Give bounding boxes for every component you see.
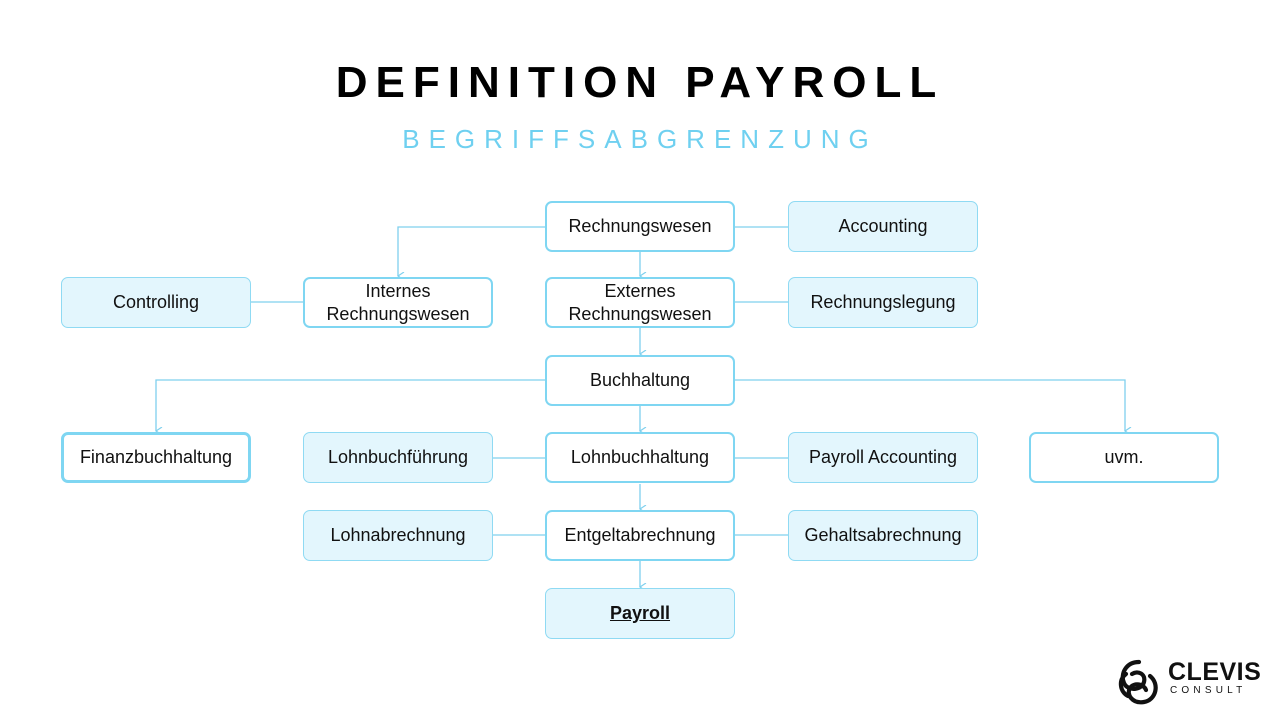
node-internes-rechnungswesen: Internes Rechnungswesen xyxy=(303,277,493,328)
page-subtitle: BEGRIFFSABGRENZUNG xyxy=(402,124,878,154)
page-title: DEFINITION PAYROLL xyxy=(335,58,945,107)
connector-buchhaltung-finanzbuchhaltung xyxy=(156,379,545,431)
node-entgeltabrechnung: Entgeltabrechnung xyxy=(545,510,735,561)
node-label: Accounting xyxy=(838,216,928,236)
node-controlling: Controlling xyxy=(61,277,251,328)
logo-knot-icon xyxy=(1118,659,1158,705)
node-label: Lohnbuchführung xyxy=(327,447,469,467)
node-uvm: uvm. xyxy=(1029,432,1219,483)
node-label: Payroll xyxy=(609,603,671,623)
clevis-consult-logo: CLEVIS CONSULT xyxy=(1114,656,1264,708)
node-label-line2: Rechnungswesen xyxy=(326,303,470,324)
node-lohnbuchfuehrung: Lohnbuchführung xyxy=(303,432,493,483)
node-label: Rechnungslegung xyxy=(810,292,956,312)
node-lohnbuchhaltung: Lohnbuchhaltung xyxy=(545,432,735,483)
node-finanzbuchhaltung: Finanzbuchhaltung xyxy=(61,432,251,483)
node-lohnabrechnung: Lohnabrechnung xyxy=(303,510,493,561)
connector-rechnungswesen-internes xyxy=(398,226,545,276)
node-label: Lohnabrechnung xyxy=(330,525,466,545)
node-label: Gehaltsabrechnung xyxy=(804,525,962,545)
node-label: Finanzbuchhaltung xyxy=(79,447,233,467)
node-label-line1: Externes xyxy=(604,280,676,301)
node-rechnungslegung: Rechnungslegung xyxy=(788,277,978,328)
node-accounting: Accounting xyxy=(788,201,978,252)
node-label-line1: Internes xyxy=(365,280,431,301)
node-buchhaltung: Buchhaltung xyxy=(545,355,735,406)
logo-subtitle: CONSULT xyxy=(1170,685,1247,696)
node-label: Entgeltabrechnung xyxy=(564,525,716,545)
node-label: Lohnbuchhaltung xyxy=(570,447,710,467)
node-externes-rechnungswesen: Externes Rechnungswesen xyxy=(545,277,735,328)
logo-name: CLEVIS xyxy=(1168,658,1262,686)
node-label: uvm. xyxy=(1104,447,1144,467)
node-label-line2: Rechnungswesen xyxy=(568,303,712,324)
node-label: Rechnungswesen xyxy=(568,216,712,236)
connector-buchhaltung-uvm xyxy=(735,379,1125,431)
node-payroll: Payroll xyxy=(545,588,735,639)
node-gehaltsabrechnung: Gehaltsabrechnung xyxy=(788,510,978,561)
node-rechnungswesen: Rechnungswesen xyxy=(545,201,735,252)
node-label: Payroll Accounting xyxy=(808,447,958,467)
node-payroll-accounting: Payroll Accounting xyxy=(788,432,978,483)
node-label: Controlling xyxy=(112,292,200,312)
node-label: Buchhaltung xyxy=(589,370,691,390)
